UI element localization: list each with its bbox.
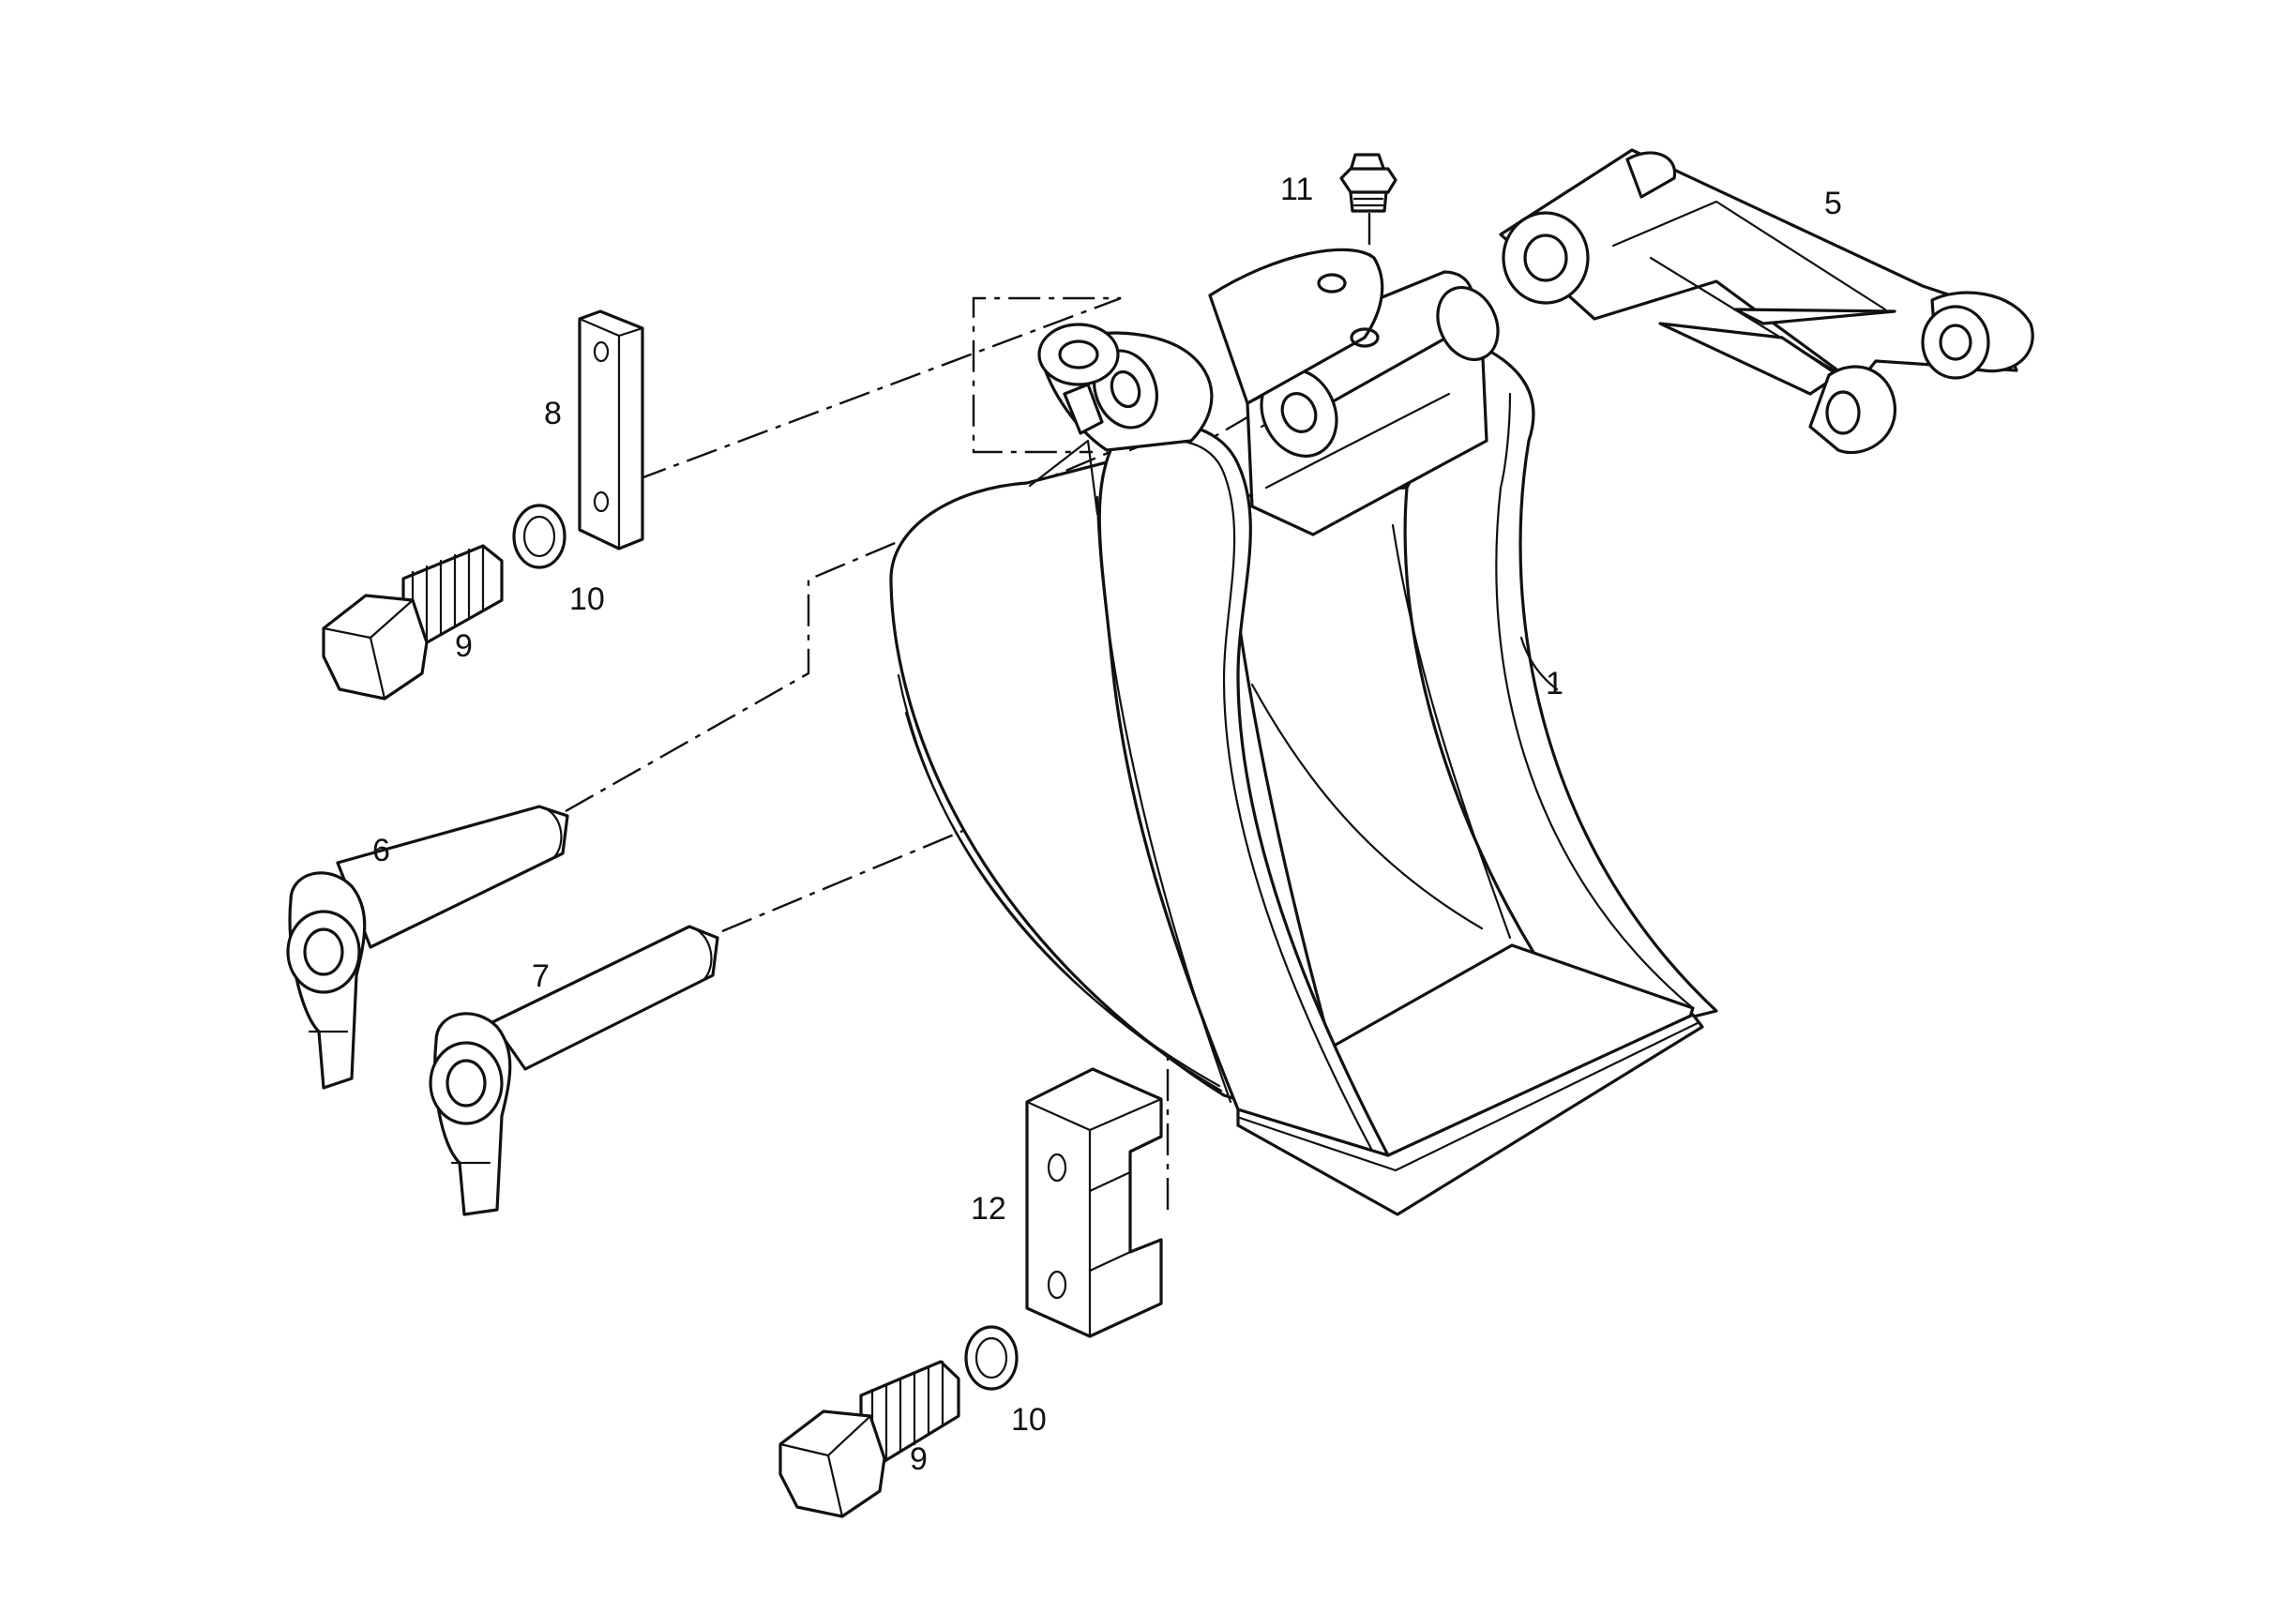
- grease-nipple-part-11: [1339, 153, 1397, 213]
- washer-part-10-lower: [964, 1325, 1019, 1391]
- clamp-block-part-12: [1025, 1067, 1163, 1338]
- callout-7: 7: [532, 958, 550, 994]
- pin-part-7: [429, 925, 719, 1216]
- callout-12: 12: [971, 1191, 1006, 1227]
- callout-10-upper: 10: [569, 581, 605, 617]
- callout-6: 6: [372, 833, 390, 868]
- callout-9-upper: 9: [455, 628, 473, 664]
- callout-9-lower: 9: [910, 1441, 928, 1477]
- callout-1: 1: [1546, 666, 1563, 701]
- callout-11: 11: [1280, 172, 1313, 207]
- bolt-part-9-lower: [778, 1360, 960, 1518]
- pin-part-6: [286, 805, 569, 1090]
- callout-10-lower: 10: [1011, 1402, 1047, 1438]
- callout-5: 5: [1824, 186, 1842, 221]
- callout-8: 8: [544, 396, 562, 431]
- part-number-callouts: 1 5 6 7 8 9 9 10 10 11 12: [372, 172, 1842, 1477]
- link-arm-part-5: [1499, 148, 2034, 455]
- bucket-part-1: [889, 248, 1718, 1216]
- leader-lines: [1519, 636, 1559, 691]
- bolt-part-9-upper: [322, 544, 504, 701]
- plate-part-8: [578, 309, 644, 550]
- washer-part-10-upper: [512, 504, 566, 569]
